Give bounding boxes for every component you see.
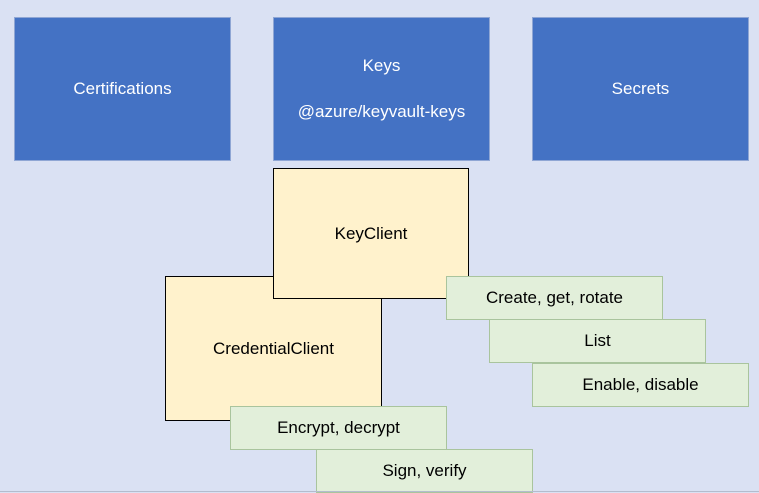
bottom-divider	[0, 491, 759, 492]
secrets-box: Secrets	[532, 17, 749, 161]
sign-verify-box: Sign, verify	[316, 449, 533, 493]
enable-disable-label: Enable, disable	[582, 375, 699, 394]
keys-package-label: @azure/keyvault-keys	[297, 102, 466, 121]
credential-client-label: CredentialClient	[213, 338, 334, 358]
certifications-label: Certifications	[73, 79, 172, 98]
credential-client-box: CredentialClient	[165, 276, 382, 421]
key-client-box: KeyClient	[273, 168, 469, 299]
list-label: List	[584, 331, 611, 350]
sign-verify-label: Sign, verify	[382, 461, 467, 480]
secrets-label: Secrets	[611, 79, 670, 98]
encrypt-decrypt-label: Encrypt, decrypt	[277, 418, 400, 437]
create-get-rotate-label: Create, get, rotate	[485, 288, 624, 307]
create-get-rotate-box: Create, get, rotate	[446, 276, 663, 320]
enable-disable-box: Enable, disable	[532, 363, 749, 407]
keys-title: Keys	[362, 56, 401, 75]
key-client-label: KeyClient	[334, 223, 408, 243]
list-box: List	[489, 319, 706, 363]
certifications-box: Certifications	[14, 17, 231, 161]
keys-box: Keys @azure/keyvault-keys	[273, 17, 490, 161]
encrypt-decrypt-box: Encrypt, decrypt	[230, 406, 447, 450]
